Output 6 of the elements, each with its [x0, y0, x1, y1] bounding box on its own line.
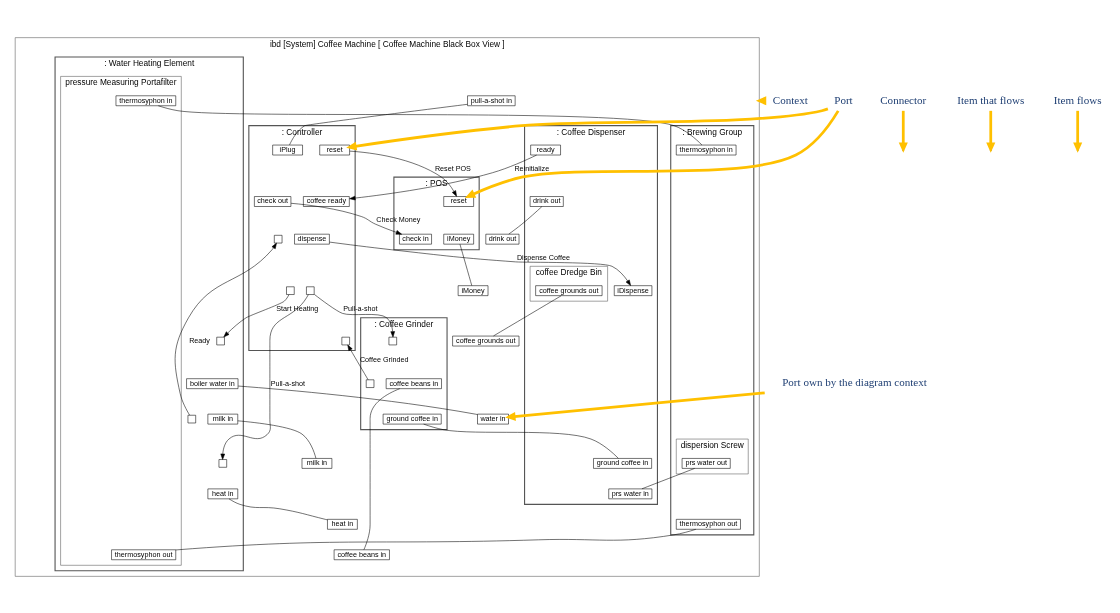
node-text: Port	[834, 93, 853, 106]
node-text: Port own by the diagram context	[782, 375, 927, 388]
node-text: Connector	[880, 93, 927, 106]
node-text: Item flows	[1053, 93, 1102, 106]
node-text: Item that flows	[957, 93, 1025, 106]
node-text: Context	[772, 93, 808, 106]
